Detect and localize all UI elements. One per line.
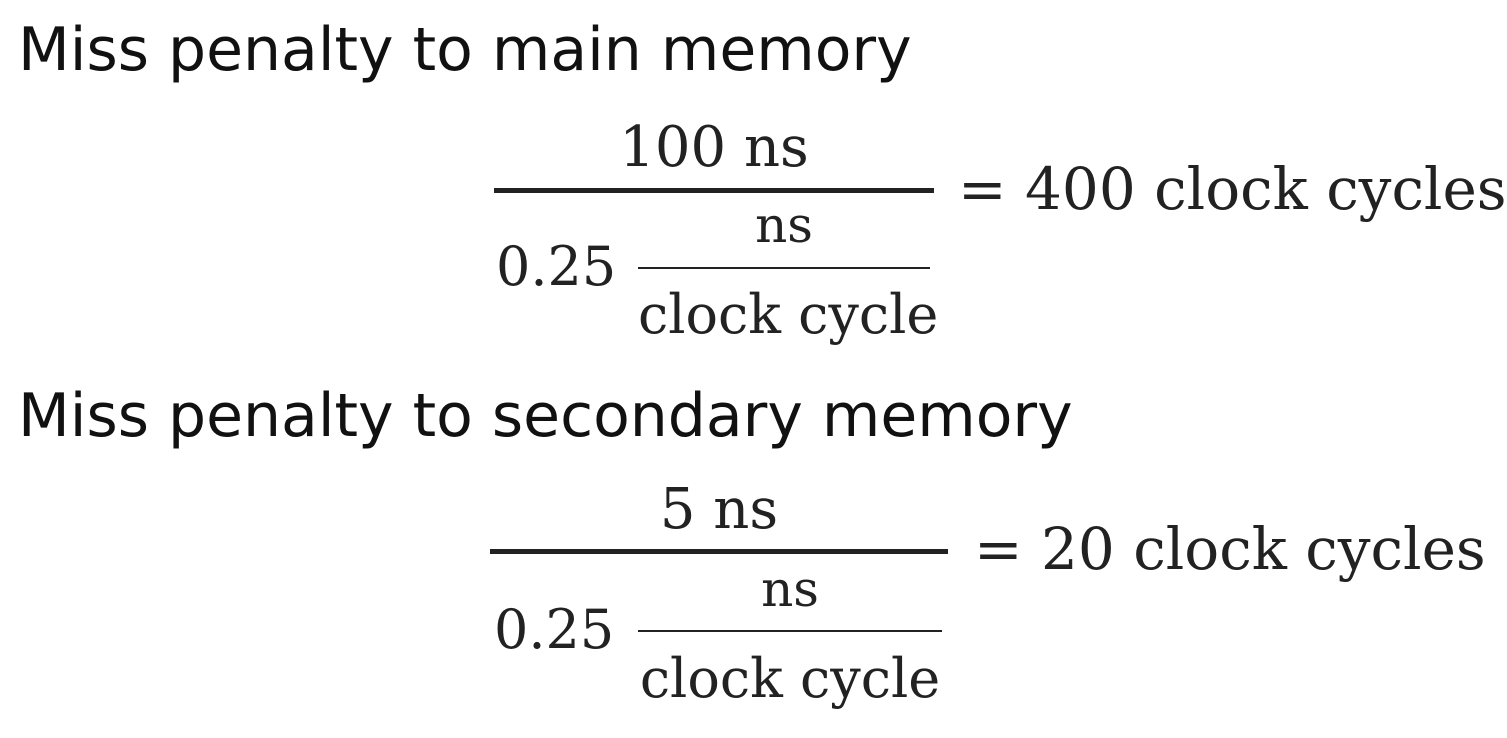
denominator-coefficient: 0.25: [494, 598, 615, 661]
section-heading-secondary-memory: Miss penalty to secondary memory: [18, 381, 1073, 451]
fraction-bar: [494, 188, 934, 193]
denominator-coefficient: 0.25: [496, 235, 617, 298]
equation-result: = 400 clock cycles: [958, 155, 1507, 223]
unit-denominator: clock cycle: [638, 283, 939, 346]
unit-fraction-bar: [638, 630, 942, 632]
fraction-bar: [490, 549, 948, 554]
unit-numerator: ns: [755, 196, 813, 254]
unit-fraction-bar: [638, 267, 930, 269]
fraction-numerator: 5 ns: [659, 477, 779, 542]
section-heading-main-memory: Miss penalty to main memory: [18, 15, 912, 85]
fraction-numerator: 100 ns: [619, 115, 809, 180]
equation-result: = 20 clock cycles: [974, 515, 1486, 583]
unit-denominator: clock cycle: [639, 647, 941, 710]
unit-numerator: ns: [761, 560, 819, 618]
